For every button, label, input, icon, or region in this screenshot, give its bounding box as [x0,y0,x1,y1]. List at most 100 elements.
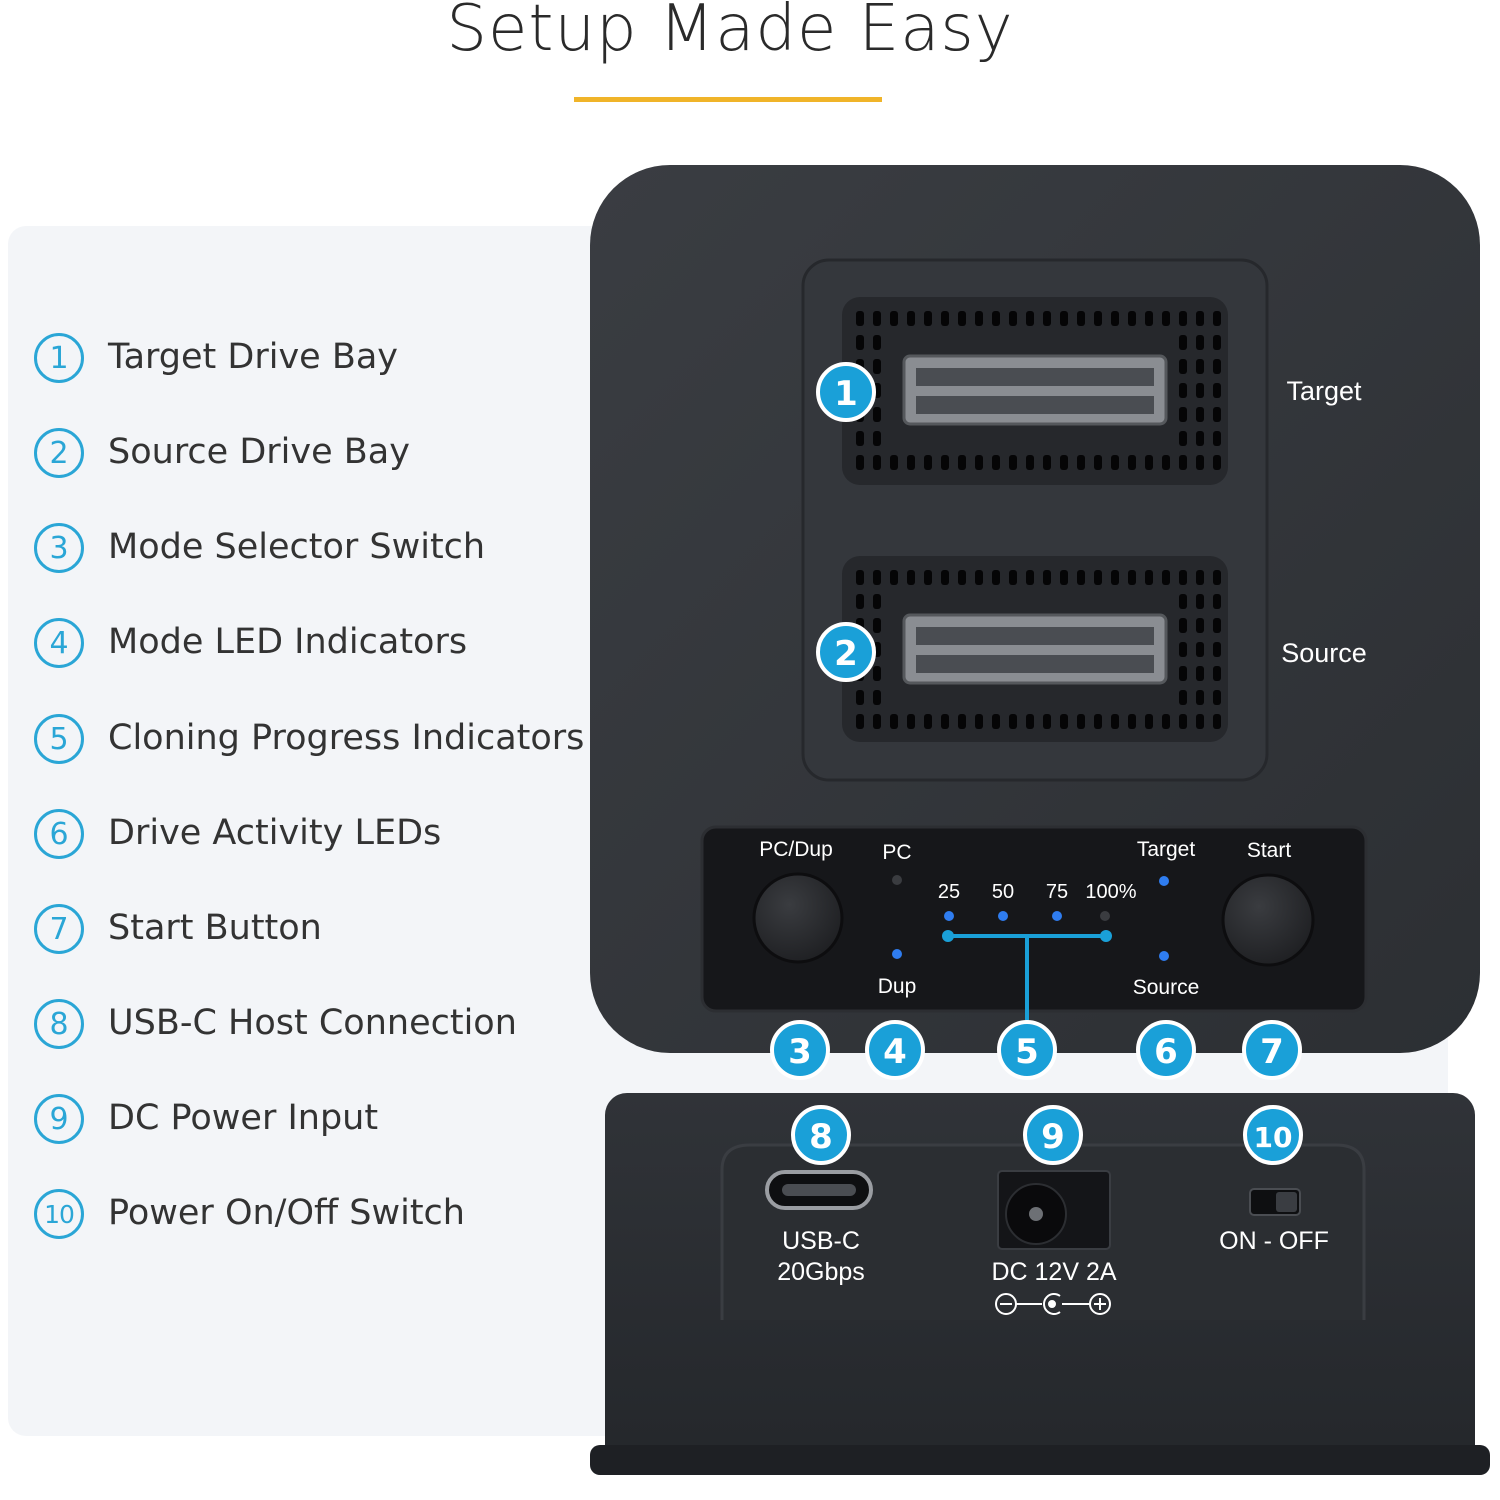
vent-hole [1213,359,1221,374]
vent-hole [856,311,864,326]
vent-hole [856,335,864,350]
callout-number: 8 [809,1117,833,1157]
vent-hole [958,714,966,729]
vent-hole [1094,311,1102,326]
control-panel [700,825,1368,1013]
vent-hole [907,570,915,585]
vent-hole [1196,311,1204,326]
vent-hole [941,714,949,729]
vent-hole [1179,666,1187,681]
vent-hole [907,455,915,470]
vent-hole [1179,690,1187,705]
vent-hole [1196,383,1204,398]
usb-c-tongue [782,1184,856,1196]
vent-hole [992,455,1000,470]
legend-number: 7 [34,904,84,954]
vent-hole [1196,618,1204,633]
progress-bracket [948,934,1106,1030]
vent-hole [1179,383,1187,398]
vent-hole [873,311,881,326]
vent-hole [856,455,864,470]
vent-hole [1094,570,1102,585]
vent-hole [1179,714,1187,729]
pc-led [892,875,902,885]
vent-hole [1179,407,1187,422]
vent-hole [1213,455,1221,470]
vent-hole [873,359,881,374]
callout-number: 10 [1254,1121,1293,1154]
vent-hole [1213,335,1221,350]
mode-selector-button[interactable] [752,872,844,964]
legend-label: DC Power Input [108,1098,379,1138]
vent-hole [873,666,881,681]
power-switch-toggle[interactable] [1276,1192,1297,1212]
vent-hole [1077,455,1085,470]
vent-hole [1077,311,1085,326]
vent-hole [1179,570,1187,585]
vent-hole [1196,335,1204,350]
vent-hole [1077,714,1085,729]
vent-hole [975,570,983,585]
source-bay-label: Source [1281,638,1367,668]
usb-speed-label: 20Gbps [777,1258,865,1286]
vent-hole [1179,431,1187,446]
callout-number: 5 [1015,1032,1039,1072]
vent-hole [890,311,898,326]
vent-hole [1043,311,1051,326]
legend-label: Mode LED Indicators [108,622,468,662]
legend-number: 3 [34,523,84,573]
callout-number: 2 [834,634,858,674]
vent-hole [873,455,881,470]
vent-hole [958,455,966,470]
legend-number: 10 [34,1189,84,1239]
vent-hole [1094,455,1102,470]
vent-hole [1213,407,1221,422]
vent-hole [924,455,932,470]
vent-hole [1111,455,1119,470]
legend-number: 5 [34,714,84,764]
source-activity-led [1159,951,1169,961]
vent-hole [992,570,1000,585]
vent-hole [1145,570,1153,585]
vent-hole [1213,383,1221,398]
vent-hole [992,714,1000,729]
start-button-label: Start [1247,839,1292,862]
vent-hole [1111,570,1119,585]
vent-hole [890,570,898,585]
legend-label: Cloning Progress Indicators [108,718,585,758]
dc-label: DC 12V 2A [991,1258,1116,1286]
vent-hole [1196,455,1204,470]
sata-pins [916,396,1154,414]
start-button[interactable] [1221,873,1315,967]
vent-hole [1145,455,1153,470]
callout-5: 5 [997,1020,1057,1080]
legend-number: 4 [34,618,84,668]
legend-number: 9 [34,1094,84,1144]
progress-led-25 [944,911,954,921]
vent-hole [1162,311,1170,326]
vent-hole [958,311,966,326]
vent-hole [1043,714,1051,729]
progress-label-50: 50 [992,881,1014,903]
vent-hole [941,570,949,585]
vent-hole [1196,431,1204,446]
vent-hole [1213,642,1221,657]
vent-hole [1026,570,1034,585]
callout-number: 9 [1041,1117,1065,1157]
polarity-symbol [995,1293,1111,1315]
dc-jack-pin [1029,1207,1043,1221]
callout-number: 1 [834,374,858,414]
bracket-end [1100,930,1112,942]
vent-hole [1196,714,1204,729]
vent-hole [1009,311,1017,326]
vent-hole [1111,311,1119,326]
vent-hole [1162,455,1170,470]
callout-10: 10 [1243,1105,1303,1165]
vent-hole [873,335,881,350]
vent-hole [1213,666,1221,681]
sata-pins [916,655,1154,673]
vent-hole [1213,690,1221,705]
vent-hole [975,311,983,326]
vent-hole [1213,311,1221,326]
target-activity-led [1159,876,1169,886]
